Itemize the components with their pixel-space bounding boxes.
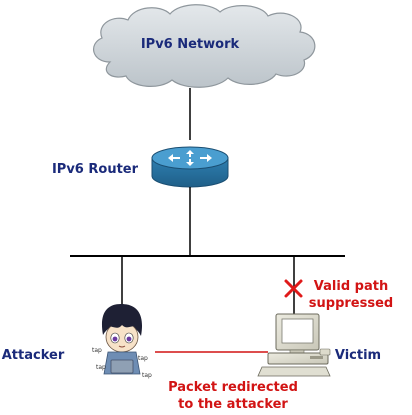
cloud-label: IPv6 Network <box>141 37 240 52</box>
suppressed-path-cross-icon <box>284 279 303 298</box>
attacker-tap-text-2: tap <box>96 364 106 371</box>
router-label: IPv6 Router <box>52 162 139 177</box>
victim-label: Victim <box>335 348 381 363</box>
attacker-icon: tap tap tap tap <box>92 304 152 379</box>
attacker-tap-text-1: tap <box>92 347 102 354</box>
ipv6-network-cloud: IPv6 Network <box>93 4 316 88</box>
redirect-annotation-line2: to the attacker <box>178 397 288 412</box>
victim-computer-icon <box>257 313 331 377</box>
router-icon <box>151 146 229 188</box>
attacker-label: Attacker <box>2 348 65 363</box>
suppressed-annotation-line2: suppressed <box>309 296 393 311</box>
suppressed-annotation-line1: Valid path <box>314 279 388 294</box>
attacker-tap-text-3: tap <box>138 355 148 362</box>
attacker-tap-text-4: tap <box>142 372 152 379</box>
redirect-annotation-line1: Packet redirected <box>168 380 298 395</box>
